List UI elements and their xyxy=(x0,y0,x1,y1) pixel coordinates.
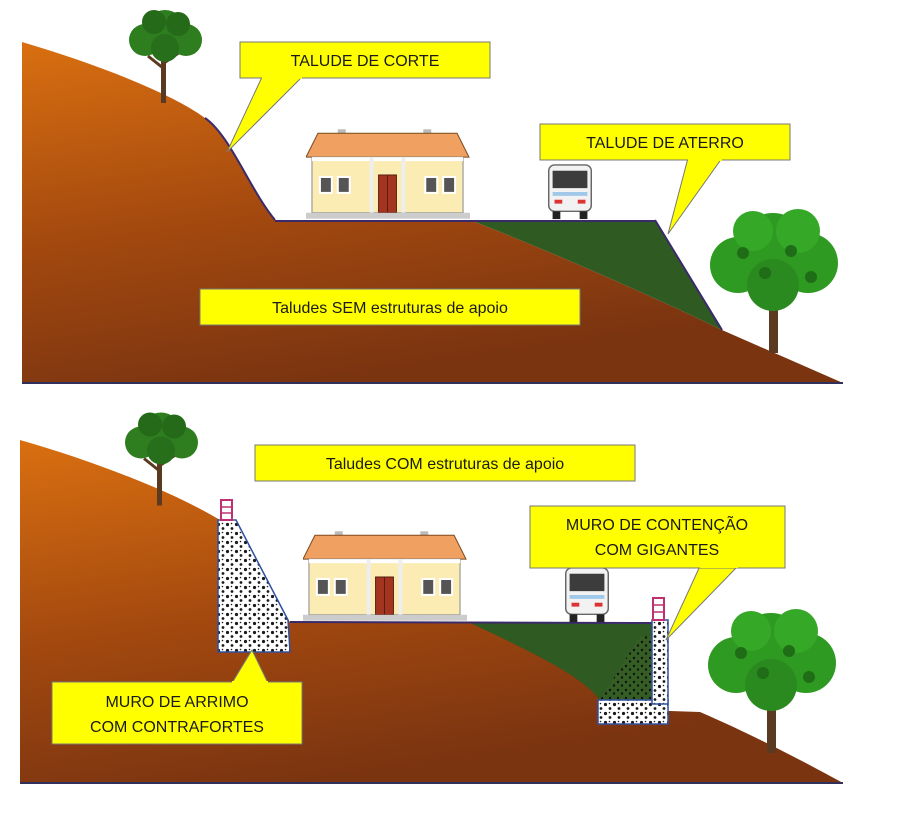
fill-slope-line xyxy=(654,219,723,331)
callout-fill-slope: TALUDE DE ATERRO xyxy=(539,123,791,235)
label-talude-aterro: TALUDE DE ATERRO xyxy=(586,135,744,152)
fill-embankment xyxy=(470,220,722,330)
house-icon xyxy=(306,128,470,220)
callout-counterfort-wall: MURO DE CONTENÇÃO COM GIGANTES xyxy=(529,505,786,641)
label-muro-contencao-1: MURO DE CONTENÇÃO xyxy=(566,514,748,534)
label-muro-arrimo-1: MURO DE ARRIMO xyxy=(105,694,248,711)
panel-without-supports: TALUDE DE CORTE TALUDE DE ATERRO Taludes… xyxy=(22,8,843,384)
retaining-wall-buttressed xyxy=(217,499,291,653)
caption-box-without: Taludes SEM estruturas de apoio xyxy=(199,288,581,326)
caption-without-supports: Taludes SEM estruturas de apoio xyxy=(272,300,508,317)
road-surface xyxy=(289,621,653,624)
label-muro-contencao-2: COM GIGANTES xyxy=(595,542,719,559)
caption-with-supports: Taludes COM estruturas de apoio xyxy=(326,456,564,473)
retaining-wall-counterfort xyxy=(597,597,669,725)
label-muro-arrimo-2: COM CONTRAFORTES xyxy=(90,719,264,736)
callout-cut-slope: TALUDE DE CORTE xyxy=(226,41,491,153)
house-icon xyxy=(303,530,467,622)
panel-with-supports: Taludes COM estruturas de apoio MURO DE … xyxy=(20,410,843,784)
caption-box-with: Taludes COM estruturas de apoio xyxy=(254,444,636,482)
callout-buttressed-wall: MURO DE ARRIMO COM CONTRAFORTES xyxy=(51,648,303,745)
bus-icon xyxy=(564,567,610,623)
bus-icon xyxy=(547,164,593,220)
label-talude-corte: TALUDE DE CORTE xyxy=(291,53,440,70)
fill-embankment xyxy=(468,622,652,700)
tree-big-icon xyxy=(708,207,840,353)
cut-slope-line xyxy=(204,117,276,221)
